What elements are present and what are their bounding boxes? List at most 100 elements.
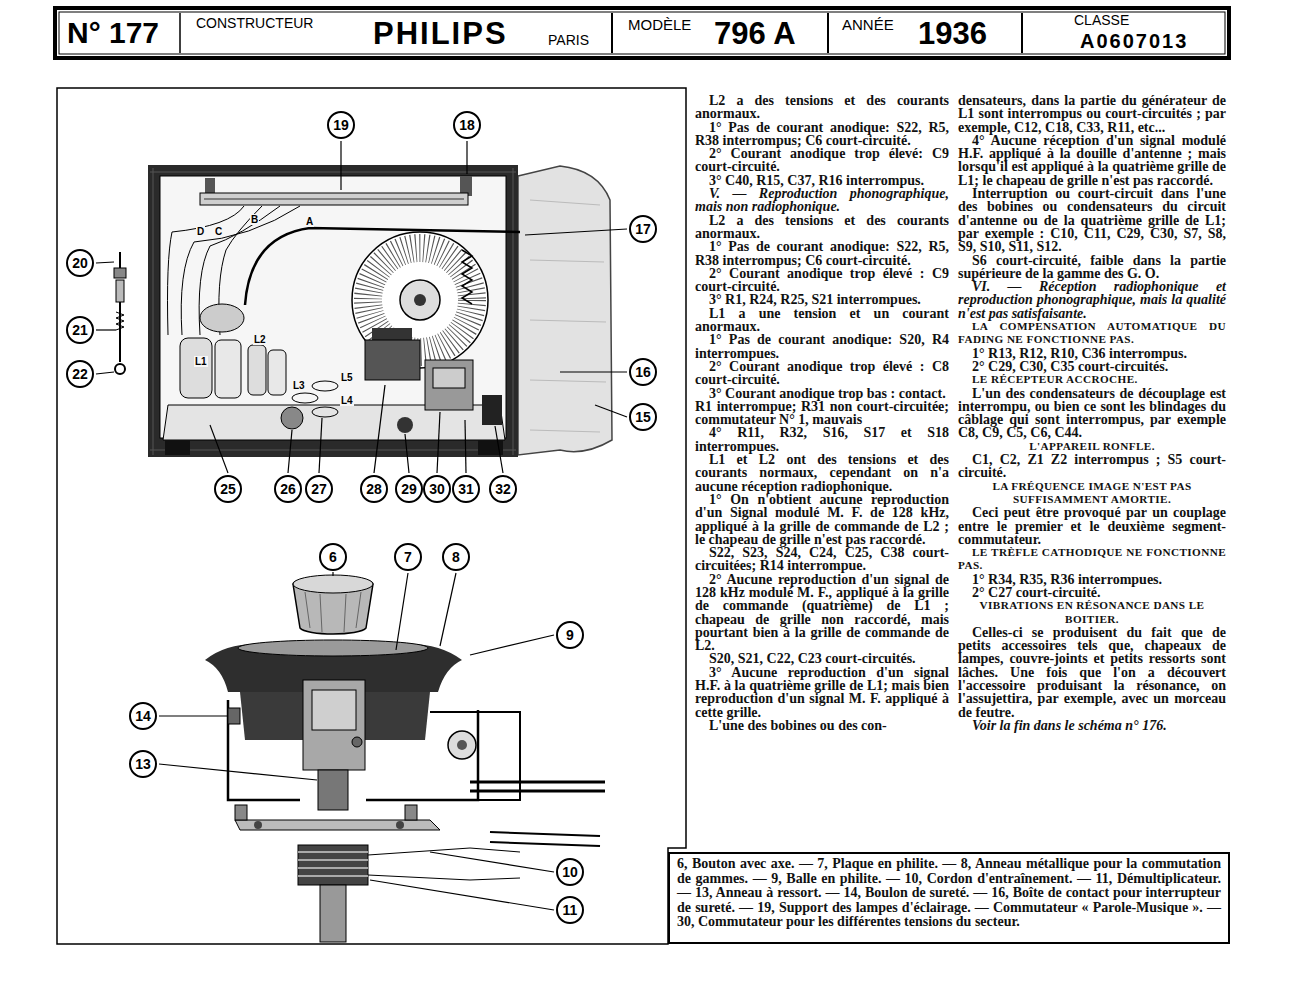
body-paragraph: 2° Courant anodique trop élevé : C8 cour… (695, 360, 949, 387)
chapter-heading: VI. — Réception radiophonique et reprodu… (958, 280, 1226, 320)
tuning-knob (293, 575, 373, 634)
leader-line (525, 229, 627, 235)
dial-mechanism (405, 805, 417, 820)
callout-circle: 29 (395, 475, 423, 503)
header-frame (1021, 13, 1023, 53)
leader-line (96, 329, 116, 330)
chassis (312, 381, 338, 391)
leader-line (430, 852, 554, 872)
back-cover (530, 200, 606, 432)
body-paragraph: L'une des bobines ou des con- (695, 719, 949, 732)
body-paragraph: 1° Pas de courant anodique: S22, R5, R38… (695, 121, 949, 148)
callout-number: 7 (404, 550, 412, 564)
chassis (365, 340, 420, 380)
chassis (281, 407, 303, 429)
dial-mechanism (352, 737, 362, 747)
part-letter: L3 (292, 380, 306, 391)
tuning-dial (462, 250, 472, 304)
chassis (215, 340, 241, 398)
dial-mechanism (238, 640, 428, 656)
section-heading: LE RÉCEPTEUR ACCROCHE. (958, 373, 1226, 386)
parts-legend-text: 6, Bouton avec axe. — 7, Plaque en phili… (677, 857, 1221, 930)
body-paragraph: L1 et L2 ont des tensions et des courant… (695, 453, 949, 493)
leader-line (96, 372, 114, 374)
chassis (163, 304, 505, 455)
callout-circle: 28 (360, 475, 388, 503)
leader-line (495, 426, 503, 473)
part-letter: L4 (340, 395, 354, 406)
callout-number: 6 (329, 550, 337, 564)
callout-circle: 17 (629, 215, 657, 243)
callout-circle: 14 (129, 702, 157, 730)
class-code: A0607013 (1080, 31, 1188, 51)
part-letter: B (250, 214, 259, 225)
leader-line (370, 880, 554, 910)
sheet-number: N° 177 (67, 18, 159, 48)
text-column: L2 a des tensions et des courants anorma… (695, 94, 949, 840)
dial-mechanism (457, 740, 467, 750)
fuse-holder (119, 252, 121, 268)
tuning-knob (293, 575, 373, 593)
dial-mechanism (235, 805, 247, 820)
callout-number: 20 (72, 256, 88, 270)
part-letter: L5 (340, 372, 354, 383)
body-paragraph: L2 a des tensions et des courants anorma… (695, 214, 949, 241)
body-paragraph: Celles-ci se produisent du fait que de p… (958, 626, 1226, 719)
callout-number: 15 (635, 410, 651, 424)
dial-mechanism (303, 680, 365, 770)
header-cell: CLASSE A0607013 (1022, 12, 1227, 54)
cabinet (148, 165, 518, 457)
body-paragraph: 1° On n'obtient aucune reproduction d'un… (695, 493, 949, 546)
tuning-dial (368, 248, 472, 352)
callout-number: 31 (458, 482, 474, 496)
header-cell: ANNÉE1936 (828, 12, 1022, 54)
body-paragraph: 4° Aucune réception d'un signal modulé H… (958, 134, 1226, 187)
connection-wires (181, 206, 300, 335)
callout-number: 22 (72, 367, 88, 381)
body-paragraph: 1° Pas de courant anodique: S22, R5, R38… (695, 240, 949, 267)
leader-line (332, 572, 333, 576)
dial-mechanism (490, 832, 600, 836)
callout-circle: 25 (214, 475, 242, 503)
callout-number: 21 (72, 323, 88, 337)
dial-mechanism (320, 885, 346, 942)
leader-line (437, 412, 440, 473)
dial-mechanism (298, 845, 368, 885)
leader-line (440, 573, 456, 646)
cabinet (148, 165, 518, 457)
chassis (482, 395, 502, 425)
callout-number: 28 (366, 482, 382, 496)
leader-line (210, 425, 228, 473)
dial-mechanism (470, 790, 605, 793)
chassis (312, 407, 338, 417)
header-frame (55, 8, 1229, 58)
callout-circle: 11 (556, 896, 584, 924)
drawing-frame (57, 88, 686, 944)
body-paragraph: 2° C29, C30, C35 court-circuités. (958, 360, 1226, 373)
field-label: CLASSE (1074, 13, 1129, 27)
dial-mechanism (396, 821, 404, 829)
chassis (433, 368, 465, 388)
cabinet (150, 168, 516, 455)
callout-circle: 8 (442, 543, 470, 571)
leader-line (288, 430, 292, 473)
body-paragraph: C1, C2, Z1 Z2 interrompus ; S5 court-cir… (958, 453, 1226, 480)
callout-circle: 13 (129, 750, 157, 778)
body-paragraph: Interruption ou court-circuit dans l'une… (958, 187, 1226, 253)
manufacturer-name: PHILIPS (373, 18, 508, 49)
part-letter: A (305, 216, 314, 227)
callout-circle: 20 (66, 249, 94, 277)
body-paragraph: 3° C40, R15, C37, R16 interrompus. (695, 174, 949, 187)
header-frame (179, 13, 181, 53)
dial-mechanism (430, 712, 520, 800)
body-paragraph: 2° Aucune reproduction d'un signal de 12… (695, 573, 949, 653)
dial-mechanism (470, 781, 605, 784)
part-letter: L1 (194, 356, 208, 367)
callout-circle: 32 (489, 475, 517, 503)
callout-number: 11 (563, 903, 578, 917)
callout-circle: 19 (327, 111, 355, 139)
callout-circle: 9 (556, 621, 584, 649)
section-heading: LA COMPENSATION AUTOMATIQUE DU FADING NE… (958, 320, 1226, 347)
callout-number: 9 (566, 628, 574, 642)
year-value: 1936 (918, 18, 987, 49)
